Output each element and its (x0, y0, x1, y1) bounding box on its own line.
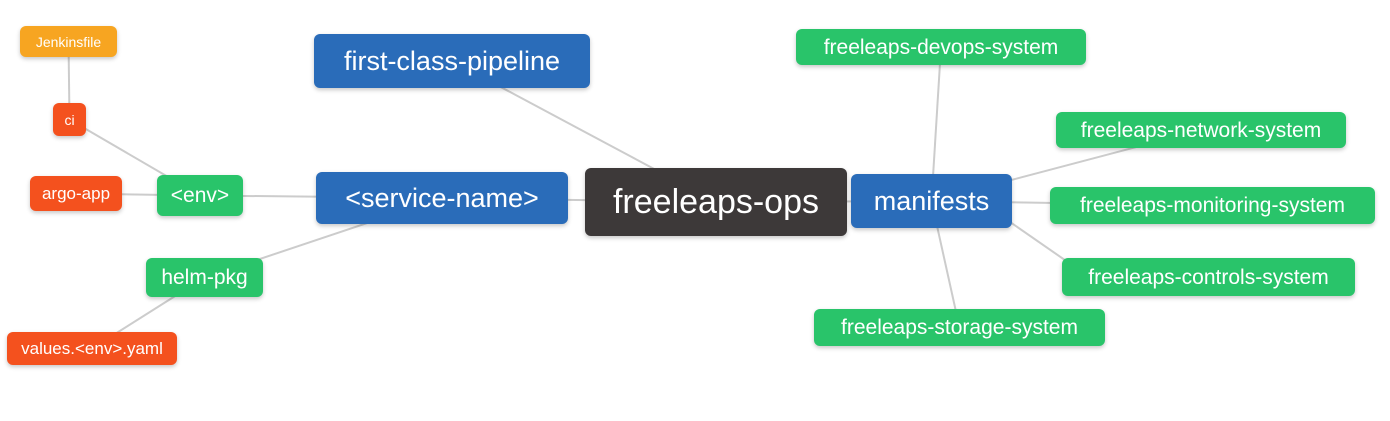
node-argo-app[interactable]: argo-app (30, 176, 122, 211)
node-values-env-yaml[interactable]: values.<env>.yaml (7, 332, 177, 365)
node-devops-system[interactable]: freeleaps-devops-system (796, 29, 1086, 65)
node-jenkinsfile[interactable]: Jenkinsfile (20, 26, 117, 57)
node-helm-pkg[interactable]: helm-pkg (146, 258, 263, 297)
node-controls-system[interactable]: freeleaps-controls-system (1062, 258, 1355, 296)
node-freeleaps-ops[interactable]: freeleaps-ops (585, 168, 847, 236)
node-network-system[interactable]: freeleaps-network-system (1056, 112, 1346, 148)
node-first-class-pipeline[interactable]: first-class-pipeline (314, 34, 590, 88)
node-service-name[interactable]: <service-name> (316, 172, 568, 224)
node-monitoring-system[interactable]: freeleaps-monitoring-system (1050, 187, 1375, 224)
node-env[interactable]: <env> (157, 175, 243, 216)
node-ci[interactable]: ci (53, 103, 86, 136)
node-storage-system[interactable]: freeleaps-storage-system (814, 309, 1105, 346)
node-manifests[interactable]: manifests (851, 174, 1012, 228)
